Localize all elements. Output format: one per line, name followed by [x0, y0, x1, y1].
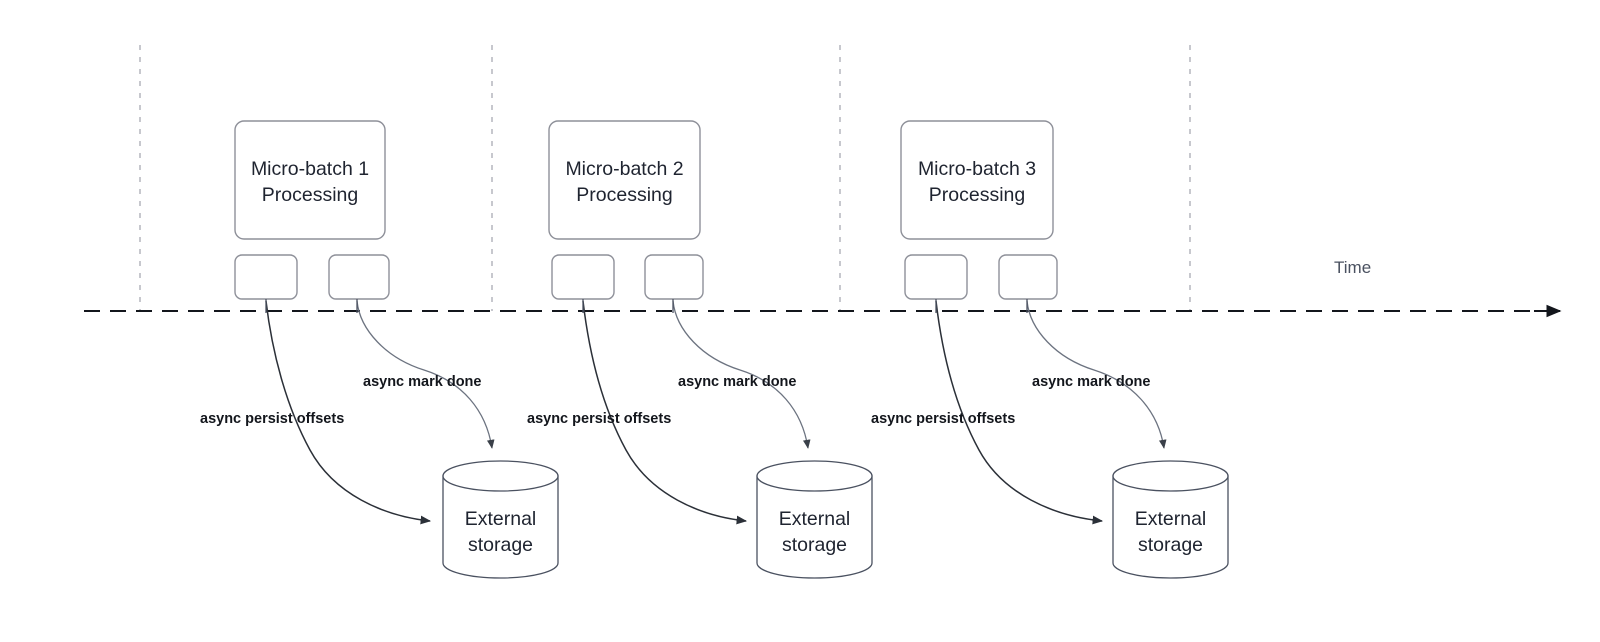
storage-cylinder-top-1	[442, 460, 559, 492]
storage-label-line2-2: storage	[782, 534, 847, 556]
persist-edge-3	[935, 300, 1104, 525]
storage-cylinder-top-2	[756, 460, 873, 492]
persist-task-1-box[interactable]	[234, 254, 298, 300]
storage-label-line2-3: storage	[1138, 534, 1203, 556]
storage-label-line2-1: storage	[468, 534, 533, 556]
micro-batch-label-line2-2: Processing	[576, 184, 672, 206]
storage-label-line1-2: External	[779, 508, 851, 530]
micro-batch-label-line1-3: Micro-batch 3	[918, 158, 1036, 180]
persist-task-2-box[interactable]	[551, 254, 615, 300]
storage-label-line1-3: External	[1135, 508, 1207, 530]
micro-batch-box-3[interactable]	[900, 120, 1054, 240]
mark-done-edge-1	[356, 300, 495, 449]
storage-label-line1-1: External	[465, 508, 537, 530]
micro-batch-label-line2-3: Processing	[929, 184, 1025, 206]
persist-edge-1	[265, 300, 432, 525]
storage-cylinder-body-2	[756, 475, 873, 579]
edge-labels-group: async persist offsets async mark done asyn…	[200, 374, 1150, 427]
micro-batch-box-2[interactable]	[548, 120, 701, 240]
external-storage-node-3[interactable]: External storage	[1112, 460, 1229, 579]
storage-cylinder-body-1	[442, 475, 559, 579]
persist-edge-2	[582, 300, 748, 525]
period-divider-group	[139, 45, 1191, 311]
persist-edge-1-label: async persist offsets	[200, 411, 344, 427]
mark-done-task-3-box[interactable]	[998, 254, 1058, 300]
time-axis-group: Time	[84, 258, 1562, 318]
external-storage-node-1[interactable]: External storage	[442, 460, 559, 579]
flow-edges-group	[265, 300, 1167, 525]
mark-done-edge-2-label: async mark done	[678, 374, 796, 390]
micro-batch-label-line1-1: Micro-batch 1	[251, 158, 369, 180]
persist-task-3-box[interactable]	[904, 254, 968, 300]
mark-done-edge-1-label: async mark done	[363, 374, 481, 390]
external-storage-node-2[interactable]: External storage	[756, 460, 873, 579]
storage-cylinder-top-3	[1112, 460, 1229, 492]
micro-batch-node-3[interactable]: Micro-batch 3 Processing	[900, 120, 1054, 240]
persist-edge-2-label: async persist offsets	[527, 411, 671, 427]
micro-batch-node-1[interactable]: Micro-batch 1 Processing	[234, 120, 386, 240]
storage-cylinder-body-3	[1112, 475, 1229, 579]
micro-batch-node-2[interactable]: Micro-batch 2 Processing	[548, 120, 701, 240]
micro-batch-label-line2-1: Processing	[262, 184, 358, 206]
micro-batch-box-1[interactable]	[234, 120, 386, 240]
mark-done-task-2-box[interactable]	[644, 254, 704, 300]
mark-done-edge-3-label: async mark done	[1032, 374, 1150, 390]
mark-done-edge-2	[672, 300, 811, 449]
persist-edge-3-label: async persist offsets	[871, 411, 1015, 427]
micro-batch-label-line1-2: Micro-batch 2	[565, 158, 683, 180]
time-axis-label: Time	[1334, 258, 1371, 277]
mark-done-edge-3	[1026, 300, 1167, 449]
mark-done-task-1-box[interactable]	[328, 254, 390, 300]
